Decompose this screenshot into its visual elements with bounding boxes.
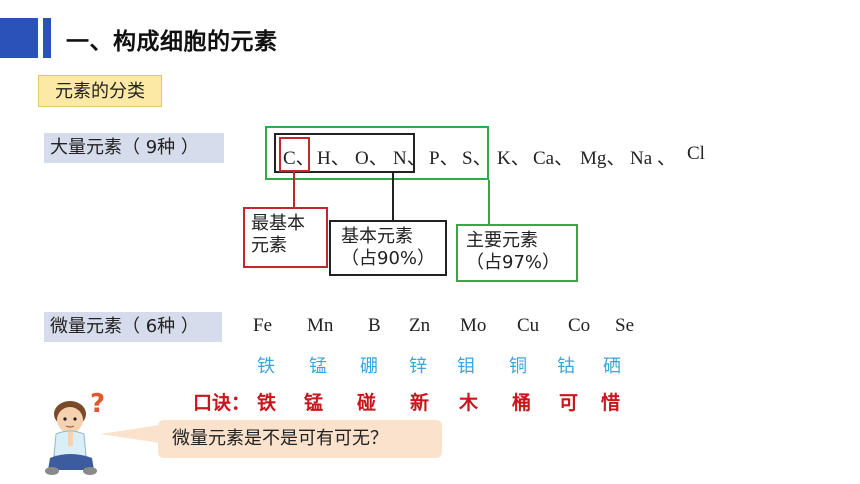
micro-symbol-B: B xyxy=(368,315,381,336)
mnemonic-prefix: 口诀： xyxy=(193,392,251,414)
element-P: P、 xyxy=(429,148,459,169)
connector-most-basic xyxy=(293,172,295,208)
micro-cn-mu: 钼 xyxy=(457,356,475,377)
micro-cn-meng: 锰 xyxy=(309,356,327,377)
micro-symbol-Mn: Mn xyxy=(307,315,334,336)
micro-cn-xi: 硒 xyxy=(603,356,621,377)
mnemonic-word-6: 桶 xyxy=(512,392,532,414)
mnemonic-word-2: 锰 xyxy=(304,392,324,414)
question-bubble: 微量元素是不是可有可无？ xyxy=(158,420,442,458)
micro-cn-gu: 钴 xyxy=(557,356,575,377)
micro-elements-label: 微量元素（ 6种 ） xyxy=(44,312,222,342)
mnemonic-word-4: 新 xyxy=(410,392,430,414)
main-elements-box xyxy=(265,126,489,180)
most-basic-line1: 最基本 xyxy=(251,213,305,234)
micro-symbol-Cu: Cu xyxy=(517,315,540,336)
element-Na: Na 、 xyxy=(630,148,676,169)
micro-symbol-Co: Co xyxy=(568,315,591,336)
basic-line2: （占90%） xyxy=(341,248,436,269)
basic-line1: 基本元素 xyxy=(341,226,413,247)
micro-cn-xin: 锌 xyxy=(409,356,427,377)
micro-cn-tie: 铁 xyxy=(257,356,275,377)
most-basic-line2: 元素 xyxy=(251,235,287,256)
mnemonic-word-8: 惜 xyxy=(601,392,621,414)
element-Cl: Cl xyxy=(687,143,705,164)
element-O: O、 xyxy=(355,148,388,169)
micro-cn-tong: 铜 xyxy=(509,356,527,377)
thinking-child-icon: ? xyxy=(45,389,105,475)
mnemonic-word-1: 铁 xyxy=(257,392,277,414)
mnemonic-word-7: 可 xyxy=(559,392,579,414)
basic-callout: 基本元素 （占90%） xyxy=(329,220,447,276)
element-S: S、 xyxy=(462,148,492,169)
classification-tag: 元素的分类 xyxy=(38,75,162,107)
main-callout: 主要元素 （占97%） xyxy=(456,224,578,282)
mnemonic-word-3: 碰 xyxy=(357,392,377,414)
header-accent-bar xyxy=(0,18,38,58)
element-K: K、 xyxy=(497,148,530,169)
element-H: H、 xyxy=(317,148,350,169)
macro-elements-label: 大量元素（ 9种 ） xyxy=(44,133,224,163)
header-accent-stripe xyxy=(43,18,51,58)
micro-symbol-Mo: Mo xyxy=(460,315,487,336)
speech-bubble-tail xyxy=(100,425,160,443)
connector-basic xyxy=(392,173,394,221)
element-Mg: Mg、 xyxy=(580,148,626,169)
micro-symbol-Se: Se xyxy=(615,315,634,336)
element-C: C、 xyxy=(283,148,315,169)
micro-symbol-Zn: Zn xyxy=(409,315,431,336)
svg-text:?: ? xyxy=(90,389,105,419)
micro-cn-peng: 硼 xyxy=(360,356,378,377)
most-basic-element-box xyxy=(279,137,310,172)
basic-elements-box xyxy=(274,133,415,173)
main-line1: 主要元素 xyxy=(466,230,538,251)
main-line2: （占97%） xyxy=(466,252,561,273)
element-N: N、 xyxy=(393,148,426,169)
element-Ca: Ca、 xyxy=(533,148,574,169)
connector-main xyxy=(488,180,490,225)
page-title: 一、构成细胞的元素 xyxy=(66,29,278,55)
most-basic-callout: 最基本 元素 xyxy=(243,207,328,268)
micro-symbol-Fe: Fe xyxy=(253,315,272,336)
mnemonic-word-5: 木 xyxy=(459,392,479,414)
